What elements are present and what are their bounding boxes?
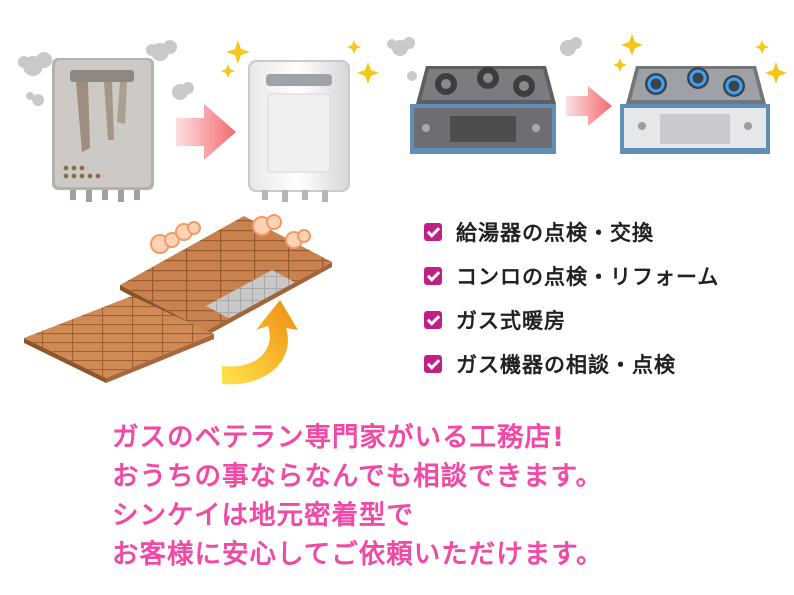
service-label: 給湯器の点検・交換 (456, 221, 654, 245)
checkbox-icon (424, 223, 442, 241)
message-line: お客様に安心してご依頼いただけます。 (112, 539, 604, 570)
new-gas-stove-icon (620, 66, 770, 154)
sparkle-icon (613, 34, 787, 84)
message-line: ガスのベテラン専門家がいる工務店! (112, 422, 566, 453)
checkbox-icon (424, 355, 442, 373)
service-item-consultation: ガス機器の相談・点検 (424, 342, 719, 386)
service-item-heating: ガス式暖房 (424, 298, 719, 342)
service-list: 給湯器の点検・交換 コンロの点検・リフォーム ガス式暖房 ガス機器の相談・点検 (424, 210, 719, 386)
curved-arrow-icon (222, 300, 298, 385)
old-gas-stove-icon (387, 37, 582, 154)
new-water-heater-icon (248, 60, 350, 202)
steam-icon (150, 214, 311, 254)
message-line: シンケイは地元密着型で (112, 500, 414, 531)
smoke-icon (18, 40, 194, 106)
service-label: ガス機器の相談・点検 (456, 353, 676, 377)
service-item-water-heater: 給湯器の点検・交換 (424, 210, 719, 254)
service-label: コンロの点検・リフォーム (456, 265, 720, 289)
checkbox-icon (424, 267, 442, 285)
promo-message: ガスのベテラン専門家がいる工務店! おうちの事ならなんでも相談できます。 シンケ… (112, 418, 604, 574)
old-water-heater-icon (18, 40, 194, 202)
sparkle-icon (221, 40, 379, 84)
message-line: おうちの事ならなんでも相談できます。 (112, 461, 604, 492)
checkbox-icon (424, 311, 442, 329)
arrow-icon (566, 86, 612, 126)
illustration-area (18, 34, 787, 385)
floor-heating-icon (24, 214, 332, 385)
smoke-icon (387, 37, 582, 81)
arrow-icon (176, 104, 236, 160)
service-item-stove: コンロの点検・リフォーム (424, 254, 719, 298)
service-label: ガス式暖房 (456, 309, 566, 333)
